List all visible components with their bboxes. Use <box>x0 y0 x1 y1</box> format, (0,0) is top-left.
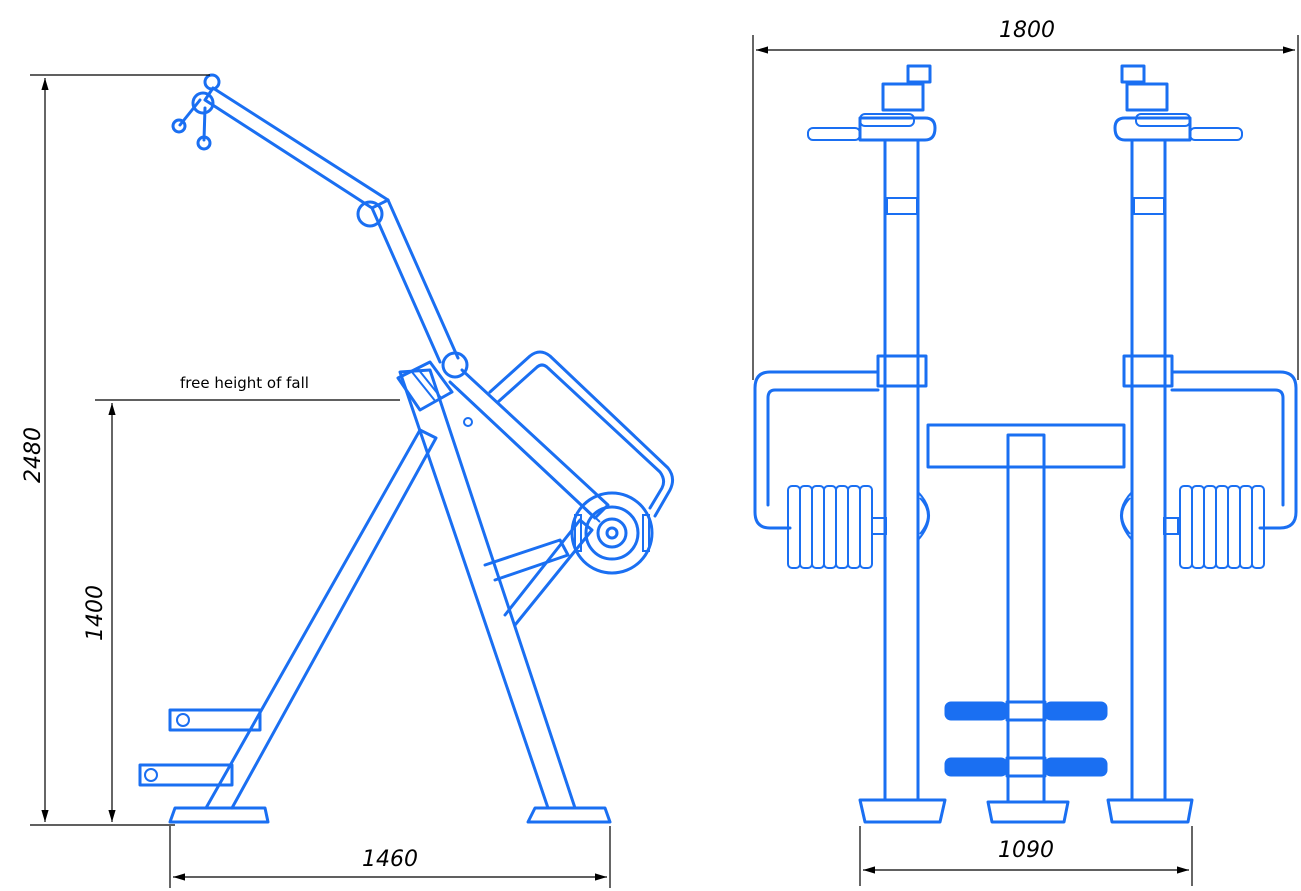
front-foot-left <box>858 798 947 824</box>
side-front-leg <box>204 428 438 810</box>
front-post-right <box>1130 138 1167 802</box>
front-foot-center <box>986 800 1070 824</box>
side-pivot-bolt <box>441 351 469 379</box>
side-handle-knob-left <box>171 118 187 134</box>
front-pedal-upper-center <box>1005 700 1047 722</box>
side-brace <box>483 538 570 582</box>
dim-overall-height: 2480 <box>21 427 46 483</box>
front-head-right-cap <box>1120 64 1146 84</box>
front-grip-right-outer <box>1189 127 1243 141</box>
side-handle-pivot <box>203 73 221 91</box>
side-pivot-head <box>396 360 454 412</box>
front-pedal-lower-center <box>1005 756 1047 778</box>
front-pedal-lower-right <box>1044 757 1108 777</box>
front-pedal-lower-left <box>944 757 1008 777</box>
side-footrest-lower <box>138 763 234 787</box>
dim-free-fall-height: 1400 <box>83 585 108 641</box>
front-post-left <box>883 138 920 802</box>
front-grip-right-inner <box>1135 113 1191 127</box>
side-footrest-lower-hole <box>144 768 158 782</box>
front-view <box>753 64 1298 824</box>
side-footrest-upper-hole <box>176 713 190 727</box>
dim-front-width: 1800 <box>999 18 1055 43</box>
side-rear-foot <box>526 806 612 824</box>
side-upper-lever <box>370 198 460 364</box>
front-weight-stack-left <box>787 485 887 569</box>
front-grip-left-outer <box>807 127 861 141</box>
front-handlebar-right <box>1113 116 1192 142</box>
front-head-left <box>881 82 925 112</box>
front-dimensions: 1800 1090 <box>752 18 1299 886</box>
front-side-arm-right <box>1170 370 1298 530</box>
side-view <box>138 73 675 824</box>
side-back-frame <box>488 350 675 518</box>
front-grip-left-inner <box>859 113 915 127</box>
side-lever-arm <box>448 368 610 520</box>
dim-front-base-width: 1090 <box>998 838 1054 863</box>
side-footrest-upper <box>168 708 262 732</box>
side-dimensions: 2480 1400 free height of fall 1460 <box>21 74 611 888</box>
front-pedal-upper-left <box>944 701 1008 721</box>
free-fall-label: free height of fall <box>180 374 309 392</box>
front-weight-stack-right <box>1163 485 1265 569</box>
side-elbow-joint <box>356 200 384 228</box>
dim-side-depth: 1460 <box>362 847 418 872</box>
side-weight-disc-outer <box>570 491 654 575</box>
front-cross-beam <box>926 423 1126 469</box>
side-handle-hub <box>191 91 215 115</box>
side-weight-disc-mid <box>584 505 640 561</box>
front-head-left-cap <box>906 64 932 84</box>
side-rear-leg <box>398 368 577 810</box>
side-top-arm <box>203 86 390 210</box>
side-lever-bolt <box>463 417 473 427</box>
front-head-right <box>1125 82 1169 112</box>
front-handlebar-left <box>858 116 937 142</box>
side-front-foot <box>168 806 270 824</box>
front-pedal-upper-right <box>1044 701 1108 721</box>
side-weight-disc-inner <box>596 517 628 549</box>
side-weight-disc-core <box>605 526 619 540</box>
front-side-arm-left <box>753 370 880 530</box>
side-handle-knob-bottom <box>196 135 212 151</box>
front-foot-right <box>1106 798 1194 824</box>
front-post-center <box>1006 433 1046 804</box>
